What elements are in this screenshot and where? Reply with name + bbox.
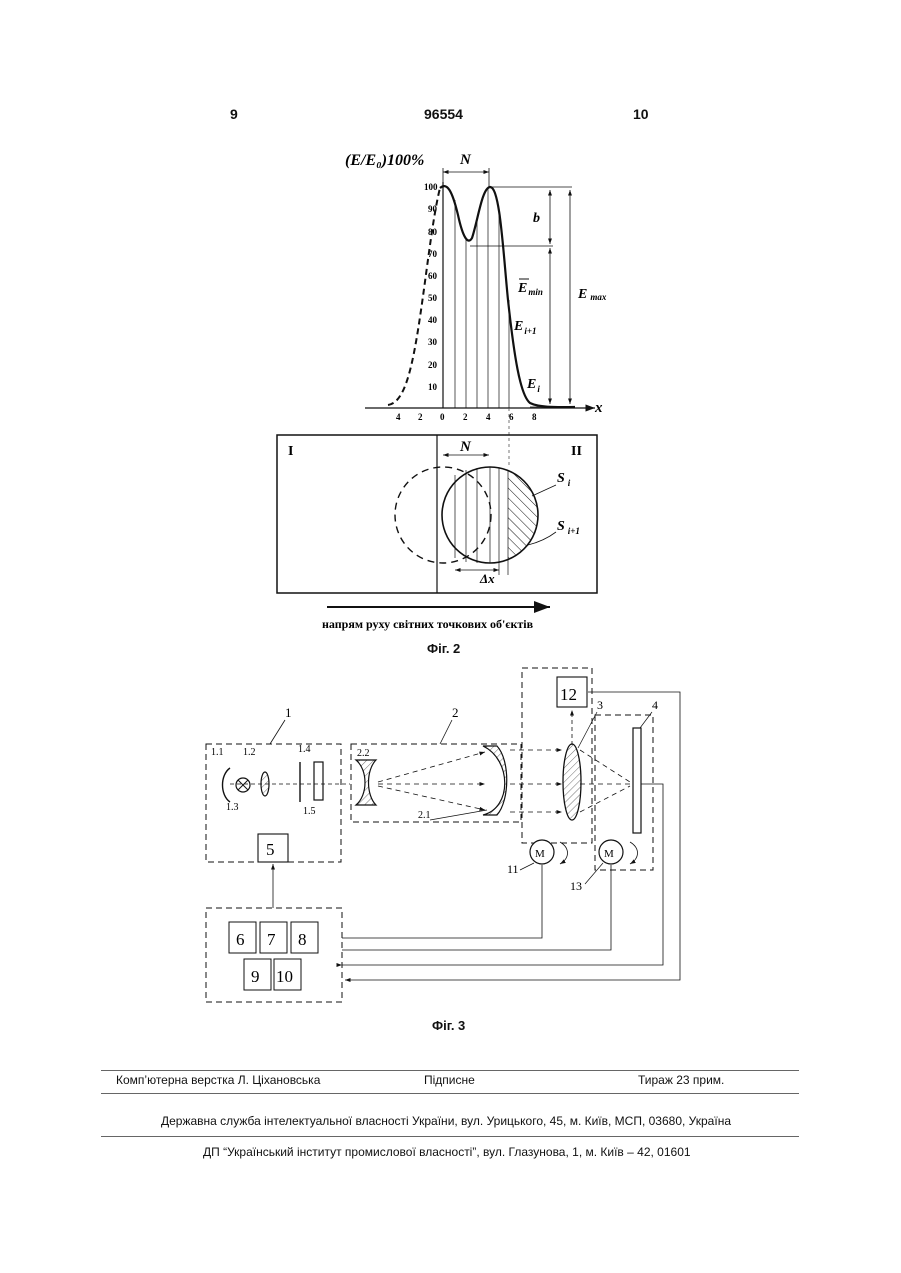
label-E-max-sub: max: [590, 292, 607, 302]
label-E-i1: E: [513, 319, 523, 334]
x-axis-label: x: [594, 400, 603, 416]
motor-11-label: M: [535, 848, 545, 860]
footer-rule-bottom: [101, 1136, 799, 1137]
label-3: 3: [597, 698, 603, 712]
label-1-5: 1.5: [303, 806, 316, 817]
fig2-caption: Фіг. 2: [427, 641, 460, 656]
label-2-2: 2.2: [357, 748, 370, 759]
svg-text:Ei+1: Ei+1: [513, 319, 536, 336]
label-2: 2: [452, 705, 459, 720]
x-tick: 2: [418, 412, 423, 422]
footer-signed: Підписне: [424, 1073, 475, 1087]
label-1-3: 1.3: [226, 802, 239, 813]
footer-agency: Державна служба інтелектуальної власност…: [161, 1114, 731, 1128]
label-2-1: 2.1: [418, 810, 431, 821]
y-tick: 50: [428, 293, 438, 303]
fig3-caption: Фіг. 3: [432, 1018, 465, 1033]
label-5: 5: [266, 840, 275, 859]
svg-text:Si: Si: [557, 471, 571, 488]
label-13: 13: [570, 879, 582, 893]
x-tick: 6: [509, 412, 514, 422]
label-1-1: 1.1: [211, 747, 224, 758]
label-1-2: 1.2: [243, 747, 256, 758]
y-tick: 60: [428, 271, 438, 281]
label-E-min: E: [517, 281, 527, 296]
label-E-i1-sub: i+1: [524, 326, 536, 336]
label-11: 11: [507, 862, 519, 876]
y-tick: 20: [428, 360, 438, 370]
footer-circulation: Тираж 23 прим.: [638, 1073, 724, 1087]
x-ticks: 4 2 0 2 4 6 8: [396, 412, 537, 422]
svg-text:Si+1: Si+1: [557, 519, 580, 536]
label-region-I: I: [288, 444, 293, 459]
label-E-i-sub: i: [537, 384, 540, 394]
x-tick: 0: [440, 412, 445, 422]
label-8: 8: [298, 930, 307, 949]
label-S-i: S: [557, 471, 565, 486]
footer-rule-mid: [101, 1093, 799, 1094]
footer-rule-top: [101, 1070, 799, 1071]
label-E-min-sub: min: [528, 287, 543, 297]
y-axis-label: (E/E₀)100%: [345, 152, 424, 169]
motor-13-label: M: [604, 848, 614, 860]
label-9: 9: [251, 967, 260, 986]
label-4: 4: [652, 698, 658, 712]
y-tick: 90: [428, 204, 438, 214]
x-tick: 4: [486, 412, 491, 422]
y-ticks: 100 90 80 70 60 50 40 30 20 10: [424, 182, 438, 392]
label-7: 7: [267, 930, 276, 949]
label-1-4: 1.4: [298, 744, 311, 755]
label-S-i1-sub: i+1: [568, 526, 580, 536]
label-12: 12: [560, 685, 577, 704]
footer-institute: ДП “Український інститут промислової вла…: [203, 1145, 691, 1159]
y-tick: 40: [428, 315, 438, 325]
x-tick: 4: [396, 412, 401, 422]
svg-text:Ei: Ei: [526, 377, 540, 394]
footer-layout: Комп’ютерна верстка Л. Ціхановська: [116, 1073, 320, 1087]
figure-2: (E/E₀)100% x 100 90 80 70 60 50 40 30 20…: [0, 0, 901, 640]
label-E-i: E: [526, 377, 536, 392]
label-S-i1: S: [557, 519, 565, 534]
screen-4: [633, 728, 641, 833]
label-E-max: E: [577, 287, 587, 302]
svg-text:Emin: Emin: [517, 281, 543, 297]
label-10: 10: [276, 967, 293, 986]
intensity-curve: [440, 186, 575, 407]
label-1: 1: [285, 705, 292, 720]
label-b: b: [533, 211, 540, 226]
label-region-II: II: [571, 444, 582, 459]
label-N-top: N: [459, 152, 472, 168]
previous-position-circle: [395, 467, 491, 563]
label-N-bottom: N: [459, 439, 472, 455]
label-S-i-sub: i: [568, 478, 571, 488]
figure-3: 1 1.1 1.2 1.3 1.4 1.5 5 2 2.2 2.1 12 3: [0, 660, 901, 1040]
x-tick: 8: [532, 412, 537, 422]
label-6: 6: [236, 930, 245, 949]
y-tick: 100: [424, 182, 438, 192]
y-tick: 10: [428, 382, 438, 392]
label-delta-x: Δx: [479, 571, 495, 586]
hatched-area: [508, 467, 540, 563]
direction-caption: напрям руху світних точкових об'єктів: [322, 617, 534, 631]
x-tick: 2: [463, 412, 468, 422]
y-tick: 30: [428, 337, 438, 347]
svg-text:Emax: Emax: [577, 287, 607, 302]
